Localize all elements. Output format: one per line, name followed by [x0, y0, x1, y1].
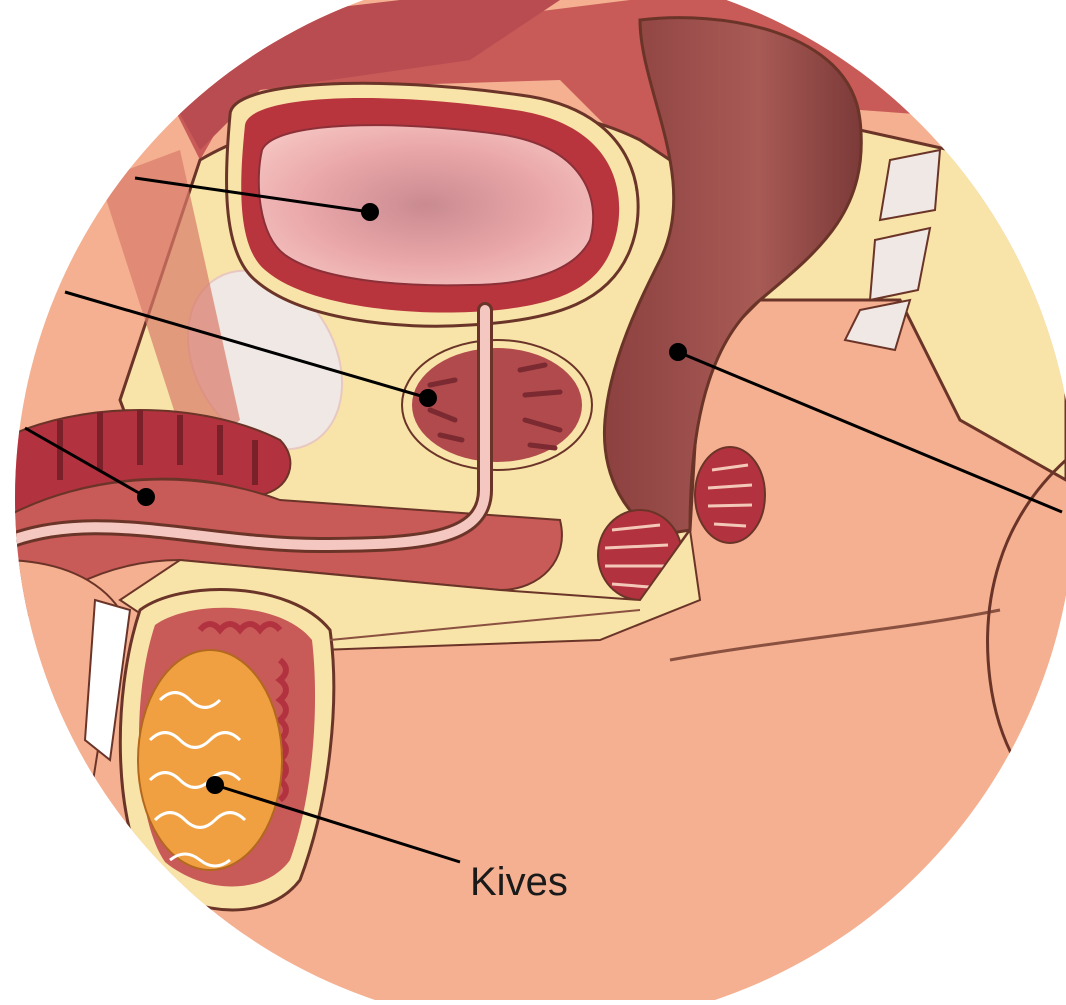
pointer-dot-rectum [669, 343, 687, 361]
pointer-dot-bladder [361, 203, 379, 221]
pointer-dot-urethra [137, 488, 155, 506]
pointer-dot-prostate [419, 389, 437, 407]
bladder-lumen [259, 125, 593, 285]
anal-sphincter-right [695, 447, 765, 543]
vertebra-1 [880, 150, 940, 220]
prostate [412, 348, 582, 462]
testis [138, 650, 282, 870]
pointer-dot-testis [206, 776, 224, 794]
label-testis: Kives [470, 860, 568, 904]
